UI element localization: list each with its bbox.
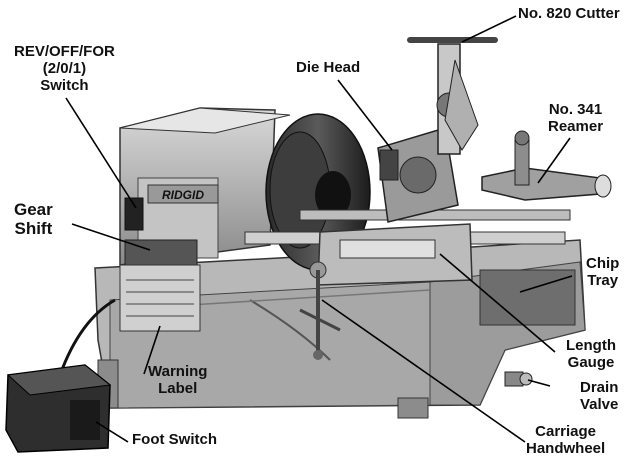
brand-text: RIDGID xyxy=(162,188,204,202)
label-rev-switch: REV/OFF/FOR (2/0/1) Switch xyxy=(14,43,115,94)
label-reamer: No. 341 Reamer xyxy=(548,101,604,135)
foot-switch xyxy=(5,298,116,453)
brand-plate xyxy=(147,184,219,204)
leader-drain-valve xyxy=(527,379,551,387)
leader-reamer xyxy=(537,137,571,184)
label-gear-shift: Gear Shift xyxy=(14,200,53,239)
leader-gear-shift xyxy=(71,223,151,251)
leader-length-gauge xyxy=(439,253,556,353)
leader-rev-switch xyxy=(65,97,137,209)
label-cutter: No. 820 Cutter xyxy=(518,5,620,22)
warning-label-shape xyxy=(119,264,201,332)
drain-valve xyxy=(504,371,533,387)
leader-cutter xyxy=(461,15,517,43)
leader-chip-tray xyxy=(519,275,573,293)
rev-switch-shape xyxy=(124,197,144,231)
label-warning-label: Warning Label xyxy=(148,363,208,397)
leader-die-head xyxy=(337,79,393,151)
leader-warning-label xyxy=(143,325,161,375)
label-foot-switch: Foot Switch xyxy=(132,431,217,448)
leader-foot-switch xyxy=(95,421,129,443)
label-die-head: Die Head xyxy=(296,59,361,76)
carriage xyxy=(299,223,473,360)
label-carriage-handwheel: Carriage Handwheel xyxy=(526,423,606,457)
leader-lines xyxy=(65,15,573,443)
gear-shift-shape xyxy=(124,239,198,267)
leader-carriage-handwheel xyxy=(321,299,526,443)
cutter xyxy=(407,37,498,155)
motor-housing: RIDGID xyxy=(119,107,291,332)
label-drain-valve: Drain Valve xyxy=(580,379,619,413)
length-gauge-shape xyxy=(339,239,436,259)
reamer xyxy=(481,130,612,201)
label-length-gauge: Length Gauge xyxy=(566,337,616,371)
chip-tray-shape xyxy=(479,269,576,326)
label-chip-tray: Chip Tray xyxy=(586,255,620,289)
